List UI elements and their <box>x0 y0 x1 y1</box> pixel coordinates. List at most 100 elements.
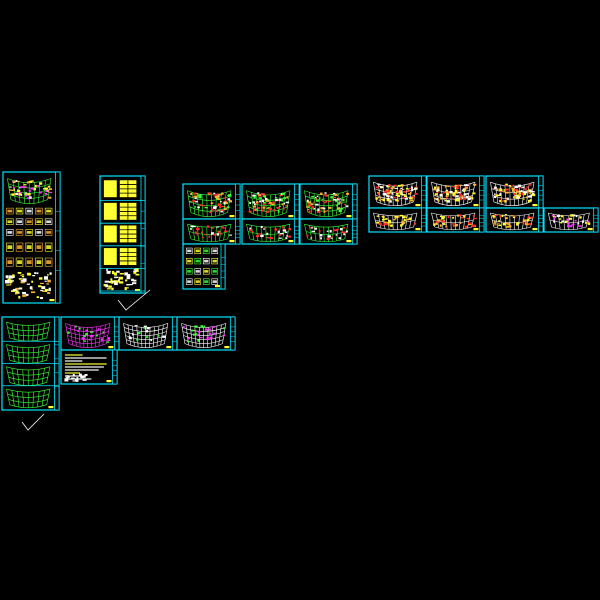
detail-mark <box>377 192 379 194</box>
detail-mark <box>119 281 124 284</box>
detail-mark <box>385 189 388 191</box>
detail-mark <box>18 189 21 193</box>
detail-mark <box>335 199 338 203</box>
detail-mark <box>522 198 525 200</box>
detail-drawing <box>25 229 33 236</box>
detail-mark <box>465 193 469 195</box>
detail-mark <box>386 197 390 200</box>
detail-mark <box>229 200 232 203</box>
detail-mark <box>505 199 509 201</box>
detail-mark <box>9 186 12 188</box>
detail-mark <box>17 189 19 193</box>
detail-mark <box>526 219 529 222</box>
detail-mark <box>134 268 138 271</box>
detail-mark <box>581 220 585 223</box>
sheet-tag <box>473 228 479 231</box>
detail-mark <box>192 199 196 203</box>
detail-drawing <box>194 257 202 265</box>
detail-mark <box>229 234 233 236</box>
detail-mark <box>377 193 380 196</box>
detail-mark <box>410 191 412 194</box>
detail-mark <box>100 338 104 341</box>
sheet-tag <box>224 346 230 349</box>
grid-arc <box>376 226 414 231</box>
detail-mark <box>508 225 512 228</box>
detail-mark <box>190 192 193 195</box>
detail-mark <box>528 189 532 192</box>
detail-mark <box>393 219 396 221</box>
detail-mark <box>209 210 213 214</box>
sheet-tag <box>215 285 220 288</box>
detail-mark <box>260 234 264 238</box>
detail-mark <box>336 204 339 207</box>
detail-mark <box>268 207 273 211</box>
detail-mark <box>574 219 577 222</box>
detail-mark <box>20 274 23 276</box>
detail-drawing <box>202 278 210 285</box>
detail-mark <box>188 201 192 203</box>
detail-mark <box>384 190 387 193</box>
detail-mark <box>395 199 398 202</box>
detail-mark <box>196 227 200 231</box>
detail-mark <box>584 221 588 224</box>
detail-mark <box>502 222 506 226</box>
sheet-tag <box>532 228 538 231</box>
fan-plan-e-4 <box>6 388 51 409</box>
detail-mark <box>414 192 418 195</box>
detail-mark <box>205 338 210 340</box>
detail-mark <box>435 221 439 224</box>
detail-fill <box>187 270 192 273</box>
detail-mark <box>67 376 70 378</box>
detail-mark <box>278 237 282 239</box>
note-line <box>64 357 107 359</box>
detail-mark <box>278 198 282 201</box>
detail-mark <box>447 185 450 187</box>
detail-mark <box>510 215 514 217</box>
detail-mark <box>434 222 438 225</box>
title-block <box>171 316 178 351</box>
notes-g-blocks <box>64 373 88 382</box>
detail-mark <box>204 206 208 209</box>
sheet-f-1 <box>60 316 120 351</box>
detail-mark <box>461 196 464 198</box>
detail-mark <box>323 202 327 204</box>
detail-mark <box>399 192 403 195</box>
detail-mark <box>32 275 36 277</box>
detail-mark <box>468 196 473 198</box>
detail-mark <box>385 218 388 220</box>
detail-mark <box>252 194 256 197</box>
detail-mark <box>553 220 556 223</box>
detail-mark <box>492 187 495 190</box>
detail-mark <box>44 280 47 282</box>
detail-mark <box>379 186 384 189</box>
detail-mark <box>375 186 380 189</box>
grid-radial <box>308 192 313 215</box>
sheet-f-3 <box>176 316 236 351</box>
detail-drawing <box>185 247 193 254</box>
detail-mark <box>213 332 216 335</box>
detail-mark <box>316 210 321 213</box>
detail-drawing <box>15 218 24 225</box>
sheet-tag <box>415 204 421 207</box>
detail-mark <box>197 333 200 336</box>
detail-mark <box>404 195 408 197</box>
detail-mark <box>249 227 252 230</box>
sheet-tag <box>587 228 593 231</box>
detail-fill <box>17 220 22 224</box>
detail-mark <box>31 280 34 283</box>
detail-mark <box>81 337 85 340</box>
sheet-c-top-1 <box>182 183 241 220</box>
detail-mark <box>125 279 128 282</box>
detail-mark <box>274 228 278 231</box>
detail-mark <box>344 203 346 206</box>
detail-mark <box>118 276 123 280</box>
sheet-tag <box>166 346 172 349</box>
detail-mark <box>411 195 415 199</box>
detail-mark <box>114 281 118 286</box>
detail-mark <box>197 194 202 197</box>
detail-mark <box>34 184 37 188</box>
detail-mark <box>313 208 316 210</box>
detail-mark <box>556 214 561 217</box>
fan-plan-e-2 <box>6 344 51 364</box>
